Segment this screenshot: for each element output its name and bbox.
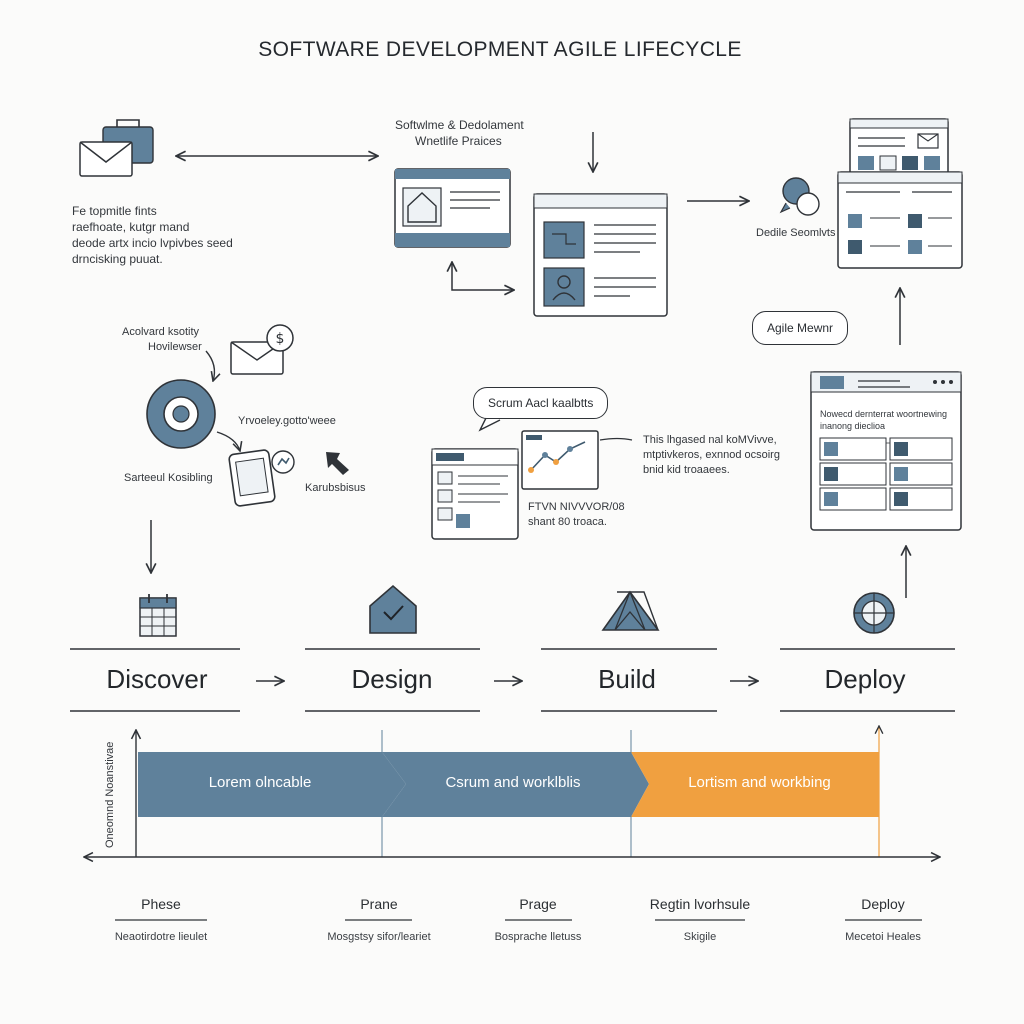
cursor-arrow-icon [326,452,349,475]
bottom-phase-sub: Bosprache lletuss [494,931,582,943]
bottom-phase-sub: Mosgstsy sifor/leariet [327,931,431,943]
segment-1-label: Lorem olncable [208,774,312,791]
scrum-caption: FTVN NIVVVOR/08 shant 80 troaca. [528,500,638,530]
chat-icon [779,177,820,216]
house-icon [369,584,417,634]
elbow-arrow [452,262,514,290]
stage-discover: Discover [106,664,208,694]
note-line: deode artx incio lvpivbes seed [72,236,233,250]
bottom-phase-title: Deploy [861,896,905,912]
globe-icon [853,592,895,634]
center-top-label: Softwlme & Dedolament Wnetlife Praices [395,117,565,149]
kanban-board-window [431,448,519,540]
caption-line: FTVN NIVVVOR/08 [528,501,625,513]
bottom-phase-title: Regtin lvorhsule [649,896,751,912]
svg-text:$: $ [276,331,285,347]
bottom-phase-title: Prane [360,896,398,912]
label-line: Wnetlife Praices [415,134,502,148]
bottom-phase-sub: Neaotirdotre lieulet [114,931,208,943]
agile-speech-bubble: Agile Mewnr [752,311,849,345]
dashboard-line: Nowecd dernterrat woortnewing [820,409,948,419]
bottom-phase-sub: Skigile [683,931,717,943]
caption-line: shant 80 troaca. [528,516,607,528]
stage-build: Build [598,664,656,694]
dashboard-text: Nowecd dernterrat woortnewing inanong di… [820,408,960,432]
dashboard-line: inanong dieclioa [820,421,886,431]
note-line: drncisking puuat. [72,252,163,266]
stage-deploy: Deploy [824,664,906,694]
cursor-label: Karubsbisus [305,482,366,494]
left-mid-right-label: Yrvoeley.gotto'weee [238,415,336,427]
scrum-speech-bubble: Scrum Aacl kaalbtts [473,387,609,419]
app-window-home [394,168,511,248]
right-top-label: Dedile Seomlvts [756,227,836,239]
bottom-phase-title: Phese [141,896,181,912]
left-mid-bottom-label: Sarteeul Kosibling [124,472,213,484]
line-chart-window [521,430,599,490]
stacked-app-windows [837,118,963,269]
briefcase-envelope-icon [79,119,154,177]
segment-3-label: Lortism and workbing [688,774,831,791]
top-left-note: Fe topmitle fints raefhoate, kutgr mand … [72,203,272,267]
gear-icon [146,379,216,449]
calendar-icon [139,594,177,637]
dashboard-window [810,371,962,531]
label-line: Acolvard ksotity [122,326,200,338]
note-line: Fe topmitle fints [72,204,157,218]
tent-icon [601,590,660,631]
label-line: Hovilewser [148,341,202,353]
app-window-profile [533,193,668,317]
note-line: raefhoate, kutgr mand [72,220,190,234]
note-line: mtptivkeros, exnnod ocsoirg [643,449,780,461]
bottom-phase-sub: Mecetoi Heales [845,931,921,943]
mobile-phone-icon [228,449,295,507]
bottom-phase-title: Prage [519,896,557,912]
page-title: SOFTWARE DEVELOPMENT AGILE LIFECYCLE [258,38,742,61]
note-line: bnid kid troaaees. [643,464,730,476]
label-line: Softwlme & Dedolament [395,118,524,132]
note-line: This lhgased nal koMVivve, [643,434,777,446]
segment-2-label: Csrum and worklblis [445,774,581,791]
envelope-dollar-icon: $ [230,324,294,375]
mid-right-note: This lhgased nal koMVivve, mtptivkeros, … [643,433,803,478]
stage-design: Design [351,664,433,694]
timeline-vertical-label: Oneomnd Noanstivae [104,741,116,848]
left-mid-top-label: Acolvard ksotity Hovilewser [122,325,232,355]
